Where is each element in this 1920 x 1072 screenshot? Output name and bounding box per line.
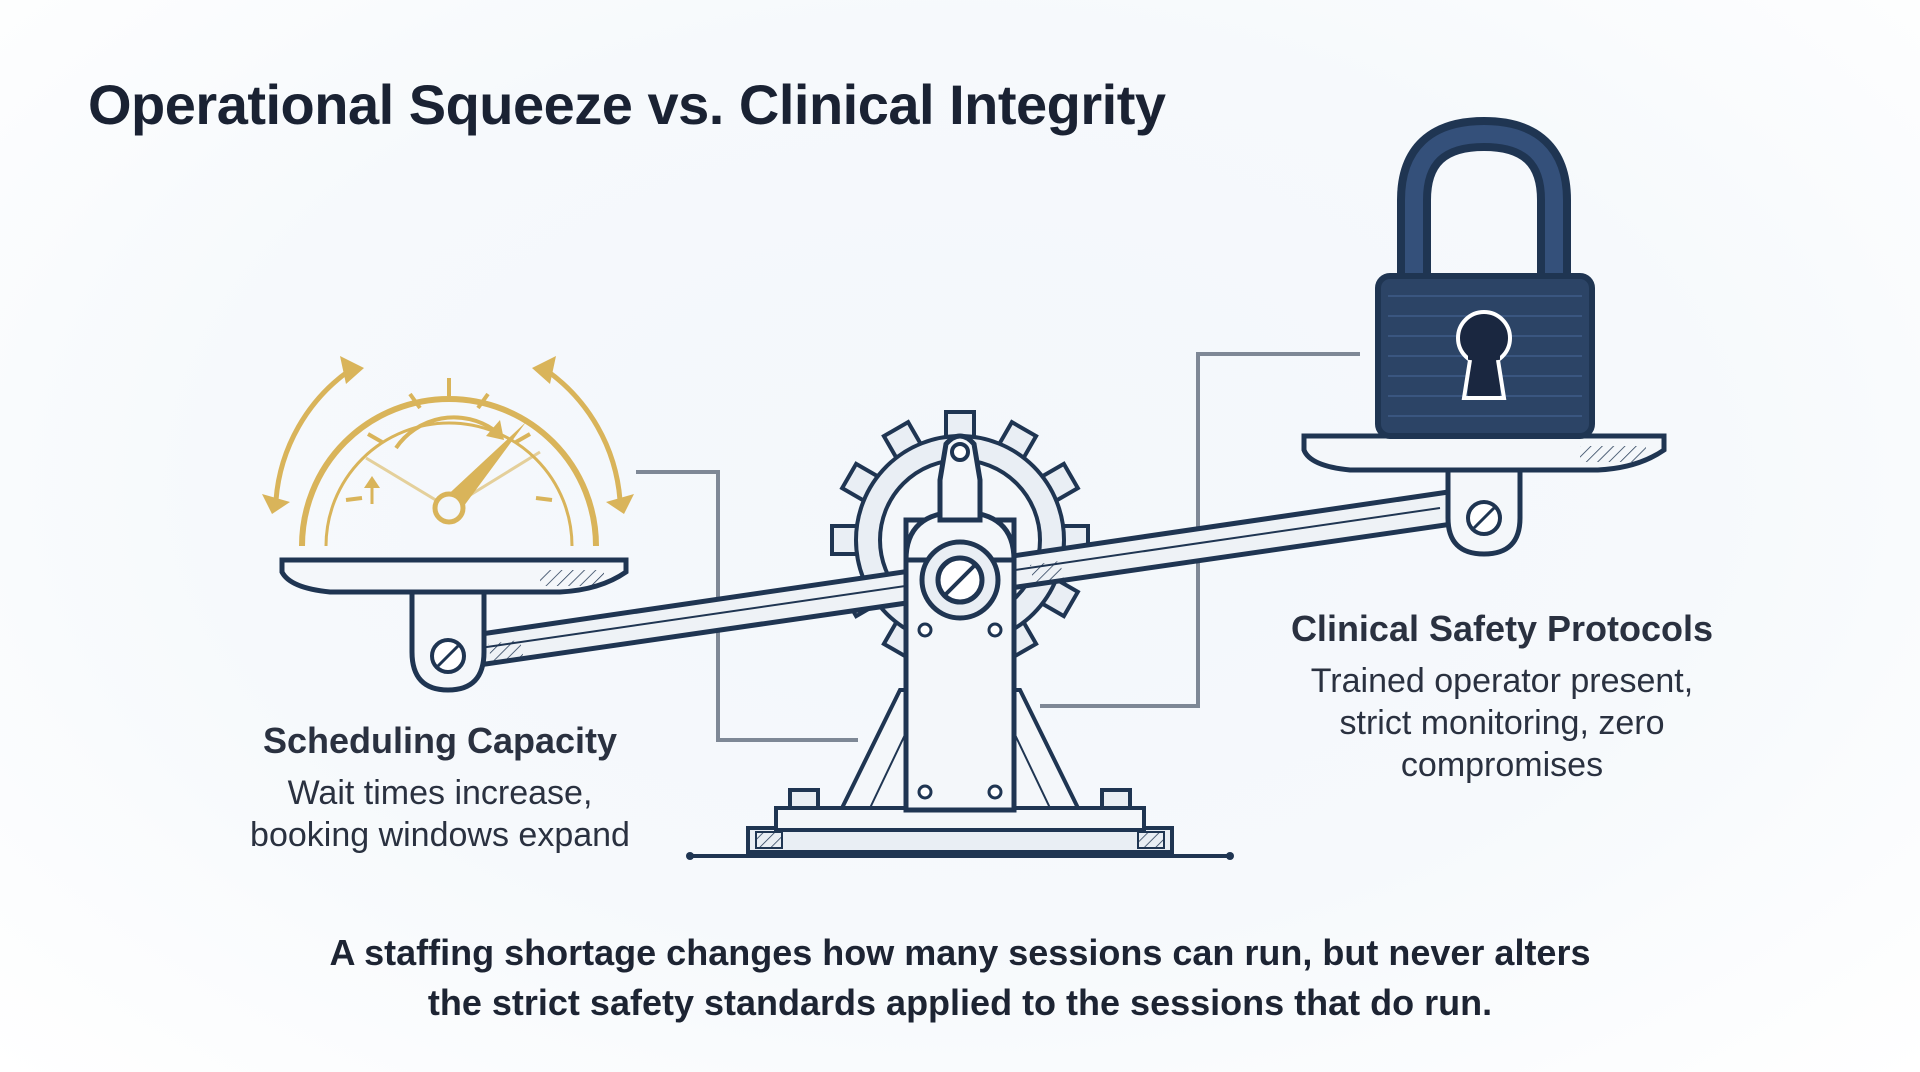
caption-line-2: the strict safety standards applied to t… [427,982,1493,1023]
scheduling-capacity-label: Scheduling Capacity Wait times increase,… [200,720,680,856]
speedometer-gauge-icon [262,356,634,547]
left-pan [279,557,629,693]
clinical-safety-line-1: Trained operator present, [1310,662,1694,700]
ground-line [686,852,1234,860]
clinical-safety-heading: Clinical Safety Protocols [1290,608,1714,649]
caption: A staffing shortage changes how many ses… [220,928,1700,1028]
caption-line-1: A staffing shortage changes how many ses… [329,932,1591,973]
page-title: Operational Squeeze vs. Clinical Integri… [88,73,1166,136]
clinical-safety-label: Clinical Safety Protocols Trained operat… [1262,608,1742,786]
clinical-safety-line-3: compromises [1400,746,1604,784]
scheduling-capacity-line-1: Wait times increase, [287,774,593,812]
central-pillar [903,433,1017,813]
padlock-icon [1375,116,1595,439]
scheduling-capacity-line-2: booking windows expand [250,816,630,854]
scheduling-capacity-heading: Scheduling Capacity [262,720,618,761]
clinical-safety-line-2: strict monitoring, zero [1339,704,1665,742]
right-pan [1301,433,1667,557]
